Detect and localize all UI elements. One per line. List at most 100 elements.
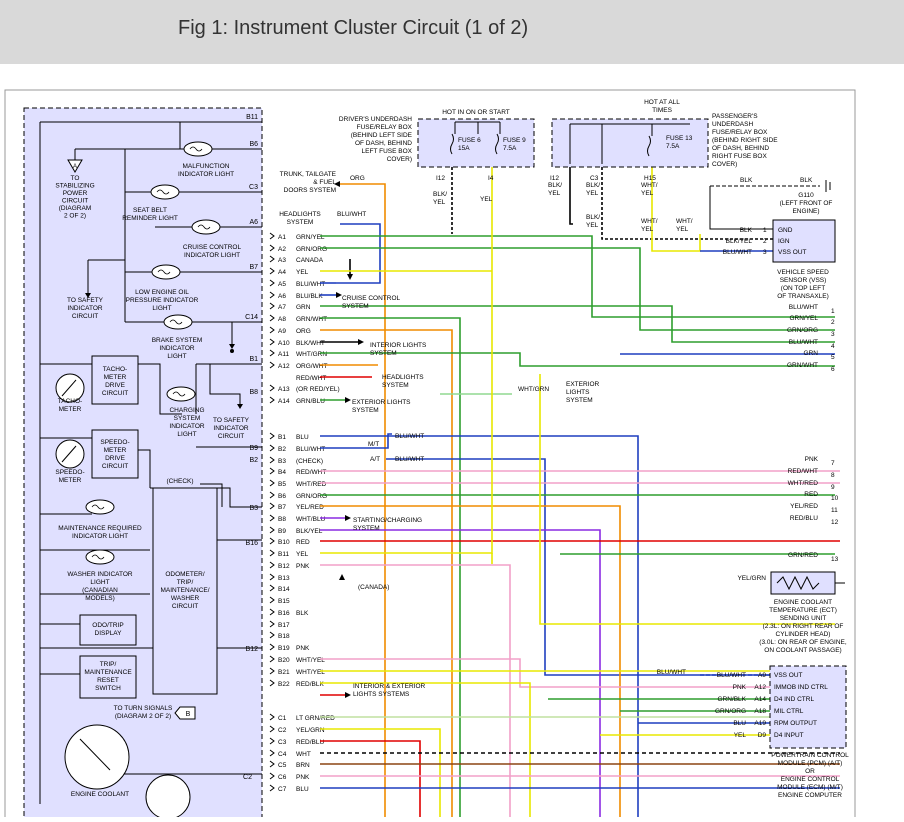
wire-color-label: BRN bbox=[296, 762, 310, 769]
pcm-label-text: MODULE (ECM) (M/T) bbox=[777, 784, 843, 791]
wire-yel-grn-ect bbox=[539, 374, 835, 625]
tachometer-needle bbox=[61, 379, 77, 397]
passengers-fuse-text: UNDERDASH bbox=[712, 121, 753, 128]
to-stabilizing-text: (DIAGRAM bbox=[59, 205, 92, 212]
pcm-module bbox=[769, 665, 847, 749]
wire-color-label: LT GRN/RED bbox=[296, 715, 335, 722]
washer-text: LIGHT bbox=[90, 579, 109, 586]
connector-tick bbox=[269, 620, 275, 628]
wire-org-a9 bbox=[320, 329, 453, 822]
interior-text: INTERIOR LIGHTS bbox=[370, 342, 427, 349]
marker-b-label: B bbox=[186, 711, 191, 718]
speedometer-gauge-icon bbox=[55, 439, 85, 469]
right-wire-num-text: 11 bbox=[831, 507, 838, 514]
drivers-fuse-text: COVER) bbox=[387, 156, 412, 163]
pin-label-a14: A14 bbox=[278, 398, 290, 405]
pin-label-c3: C3 bbox=[278, 739, 287, 746]
pin-label-b14: B14 bbox=[278, 586, 290, 593]
speedo-drive-text: METER bbox=[104, 447, 127, 454]
right-wire-color-text: BLU/WHT bbox=[789, 304, 818, 311]
to-turn-text: TO TURN SIGNALS bbox=[114, 705, 173, 712]
wire-red-blu-c3 bbox=[320, 740, 421, 822]
org-text: ORG bbox=[350, 175, 365, 182]
ect-label-text: SENDING UNIT bbox=[780, 615, 827, 622]
wht-yel3-text: YEL bbox=[676, 226, 689, 233]
cruise-system-text: CRUISE CONTROL bbox=[342, 295, 401, 302]
pin-label-b7: B7 bbox=[278, 504, 286, 511]
marker-b-arrow bbox=[174, 706, 196, 720]
connector-tick bbox=[269, 526, 275, 534]
blk-yel4-text: BLK/ bbox=[586, 214, 600, 221]
passengers-fuse-text: OF DASH, BEHIND bbox=[712, 145, 769, 152]
pin-label-b8: B8 bbox=[278, 516, 286, 523]
pin-label-b1: B1 bbox=[278, 434, 286, 441]
connector-tick bbox=[269, 291, 275, 299]
pcm-label-text: MODULE (PCM) (A/T) bbox=[778, 760, 843, 767]
pin-c3: C3 bbox=[249, 184, 258, 191]
trunk-text: & FUEL bbox=[313, 179, 336, 186]
wiring-diagram: B11 B6 C3 A6 B7 C14 B1 B8 B9 B2 B3 B16 B… bbox=[0, 64, 904, 822]
odo-trip-text: DISPLAY bbox=[95, 630, 123, 637]
interior-text: SYSTEM bbox=[370, 350, 397, 357]
int-ext-text: INTERIOR & EXTERIOR bbox=[353, 683, 426, 690]
pin-label-b4: B4 bbox=[278, 469, 286, 476]
drivers-fuse-box bbox=[417, 118, 535, 168]
wire-color-label: (OR RED/YEL) bbox=[296, 386, 340, 393]
blk-yel2-text: BLK/ bbox=[548, 182, 562, 189]
trip-reset-text: TRIP/ bbox=[100, 661, 117, 668]
wire-color-label: BLK bbox=[296, 610, 309, 617]
connector-tick bbox=[269, 760, 275, 768]
pin-b8: B8 bbox=[249, 389, 258, 396]
ect-sending-unit bbox=[770, 571, 845, 595]
right-wire-color-text: YEL/RED bbox=[790, 503, 818, 510]
ect-resistor-icon bbox=[776, 575, 820, 591]
pin-label-c4: C4 bbox=[278, 751, 287, 758]
pcm-pin-name-text: D4 IND CTRL bbox=[774, 696, 814, 703]
right-wire-num-text: 13 bbox=[831, 556, 839, 563]
tachometer-drive-circuit bbox=[91, 355, 139, 405]
wire-color-label: GRN/ORG bbox=[296, 493, 327, 500]
wire-color-label: BLK/WHT bbox=[296, 340, 325, 347]
seat-belt-text: REMINDER LIGHT bbox=[122, 215, 178, 222]
charging-text: LIGHT bbox=[177, 431, 196, 438]
right-wire-color-text: GRN/RED bbox=[788, 552, 818, 559]
ect-label-text: (3.0L: ON REAR OF ENGINE, bbox=[759, 639, 847, 646]
wire-color-label: WHT/GRN bbox=[296, 351, 327, 358]
pin-label-b19: B19 bbox=[278, 645, 290, 652]
seat-belt-lamp-icon bbox=[150, 184, 180, 200]
pin-b9: B9 bbox=[249, 445, 258, 452]
wire-color-label: GRN/ORG bbox=[296, 246, 327, 253]
connector-tick bbox=[269, 549, 275, 557]
pin-label-b12: B12 bbox=[278, 563, 290, 570]
low-oil-text: LOW ENGINE OIL bbox=[135, 289, 189, 296]
arrow-int-ext bbox=[345, 692, 351, 698]
vss-pin-name-text: IGN bbox=[778, 238, 790, 245]
drivers-fuse-text: (BEHIND LEFT SIDE bbox=[351, 132, 413, 139]
cruise-text: INDICATOR LIGHT bbox=[184, 252, 240, 259]
wire-wht-yel-pass bbox=[651, 167, 701, 252]
pin-label-b15: B15 bbox=[278, 598, 290, 605]
g110-text: (LEFT FRONT OF bbox=[780, 200, 833, 207]
fuse6-text: 15A bbox=[458, 145, 470, 152]
to-safety-text: INDICATOR bbox=[67, 305, 102, 312]
pin-label-b6: B6 bbox=[278, 493, 286, 500]
odometer-text: ODOMETER/ bbox=[165, 571, 205, 578]
to-stabilizing-text: STABILIZING bbox=[55, 183, 94, 190]
connector-tick bbox=[269, 432, 275, 440]
pcm-pin-wire-text: GRN/BLK bbox=[717, 696, 746, 703]
maintenance-text: MAINTENANCE REQUIRED bbox=[58, 525, 142, 532]
yel-text: YEL bbox=[480, 196, 493, 203]
pin-label-b16: B16 bbox=[278, 610, 290, 617]
ect-label-text: CYLINDER HEAD) bbox=[776, 631, 831, 638]
right-wire-color-text: GRN bbox=[804, 350, 819, 357]
wire-color-label: RED bbox=[296, 539, 310, 546]
pin-label-c1: C1 bbox=[278, 715, 287, 722]
connector-tick bbox=[269, 784, 275, 792]
pcm-pin-wire-text: BLU/WHT bbox=[717, 672, 746, 679]
wire-color-label: YEL bbox=[296, 269, 309, 276]
pin-b1: B1 bbox=[249, 356, 258, 363]
wire-color-label: RED/WHT bbox=[296, 469, 326, 476]
hot-at-all-text: HOT AT ALL bbox=[644, 99, 680, 106]
pcm-pin-wire-text: PNK bbox=[733, 684, 747, 691]
